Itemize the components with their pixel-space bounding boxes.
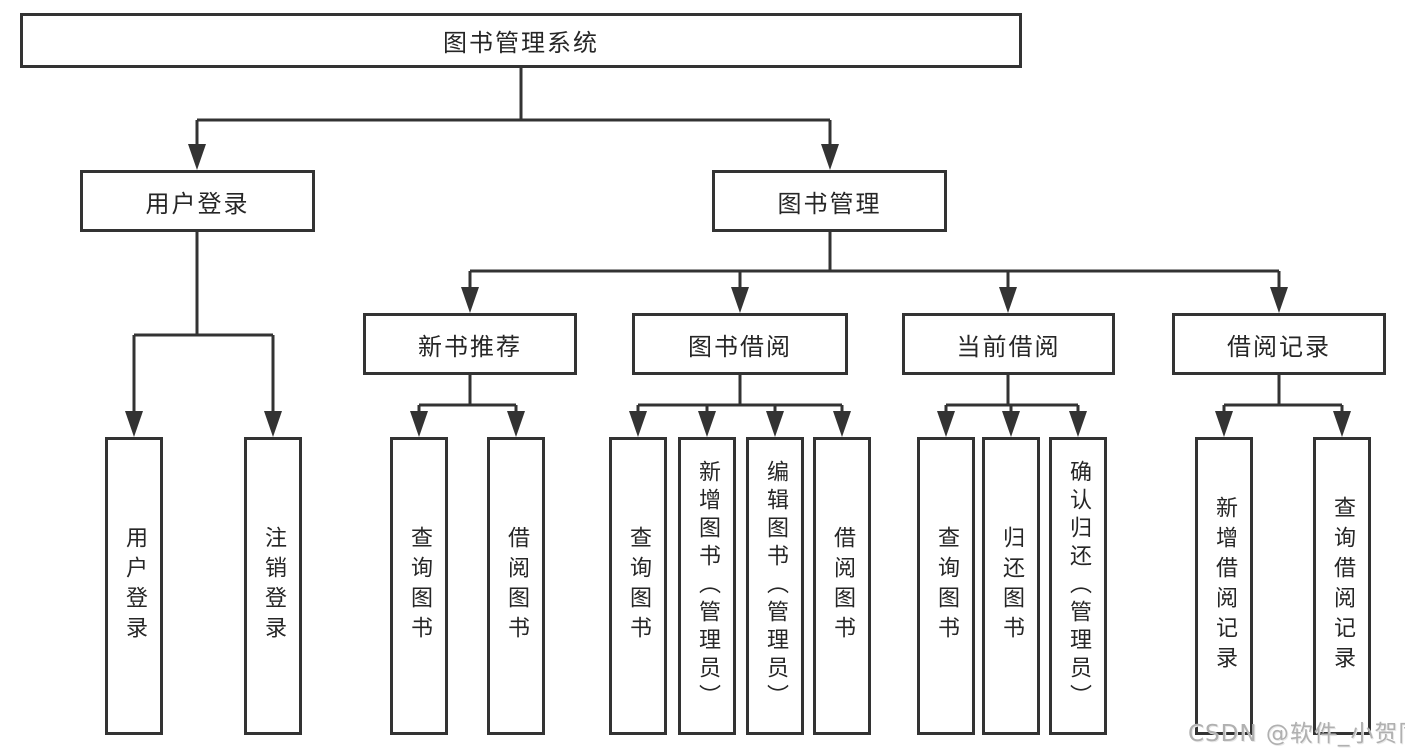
- leaf-query-books-borrow-label: 查询图书: [626, 526, 651, 646]
- leaf-borrow-books-label: 借阅图书: [830, 526, 855, 646]
- node-book-management: 图书管理: [712, 170, 947, 232]
- leaf-query-books-current: 查询图书: [917, 437, 975, 735]
- leaf-borrow-books-recommend-label: 借阅图书: [504, 526, 529, 646]
- node-borrowing-records-label: 借阅记录: [1227, 332, 1331, 361]
- node-user-login-label: 用户登录: [145, 189, 250, 218]
- leaf-return-books-label: 归还图书: [999, 526, 1024, 646]
- node-new-book-recommendation-label: 新书推荐: [418, 332, 522, 361]
- watermark: CSDN @软件_小贺同学: [1188, 721, 1405, 747]
- leaf-user-login-label: 用户登录: [122, 526, 147, 646]
- leaf-return-books: 归还图书: [982, 437, 1040, 735]
- leaf-edit-books-admin-label: 编辑图书（管理员）: [763, 460, 788, 712]
- leaf-add-borrow-record: 新增借阅记录: [1195, 437, 1253, 735]
- node-current-borrowing: 当前借阅: [902, 313, 1115, 375]
- node-book-borrowing: 图书借阅: [632, 313, 848, 375]
- node-new-book-recommendation: 新书推荐: [363, 313, 577, 375]
- node-user-login: 用户登录: [80, 170, 315, 232]
- leaf-logout-label: 注销登录: [261, 526, 286, 646]
- leaf-add-borrow-record-label: 新增借阅记录: [1212, 496, 1237, 676]
- leaf-query-books-recommend: 查询图书: [390, 437, 448, 735]
- leaf-confirm-return-admin: 确认归还（管理员）: [1049, 437, 1107, 735]
- leaf-borrow-books-recommend: 借阅图书: [487, 437, 545, 735]
- arrowheads: [125, 144, 1351, 437]
- leaf-query-borrow-record-label: 查询借阅记录: [1330, 496, 1355, 676]
- leaf-query-borrow-record: 查询借阅记录: [1313, 437, 1371, 735]
- leaf-add-books-admin-label: 新增图书（管理员）: [695, 460, 720, 712]
- leaf-user-login: 用户登录: [105, 437, 163, 735]
- leaf-logout: 注销登录: [244, 437, 302, 735]
- node-root: 图书管理系统: [20, 13, 1022, 68]
- leaf-add-books-admin: 新增图书（管理员）: [678, 437, 736, 735]
- leaf-query-books-current-label: 查询图书: [934, 526, 959, 646]
- node-borrowing-records: 借阅记录: [1172, 313, 1386, 375]
- leaf-borrow-books: 借阅图书: [813, 437, 871, 735]
- node-book-management-label: 图书管理: [777, 189, 882, 218]
- node-root-label: 图书管理系统: [443, 29, 599, 57]
- leaf-query-books-recommend-label: 查询图书: [407, 526, 432, 646]
- node-book-borrowing-label: 图书借阅: [688, 332, 792, 361]
- leaf-confirm-return-admin-label: 确认归还（管理员）: [1066, 460, 1091, 712]
- node-current-borrowing-label: 当前借阅: [956, 332, 1061, 361]
- leaf-query-books-borrow: 查询图书: [609, 437, 667, 735]
- leaf-edit-books-admin: 编辑图书（管理员）: [746, 437, 804, 735]
